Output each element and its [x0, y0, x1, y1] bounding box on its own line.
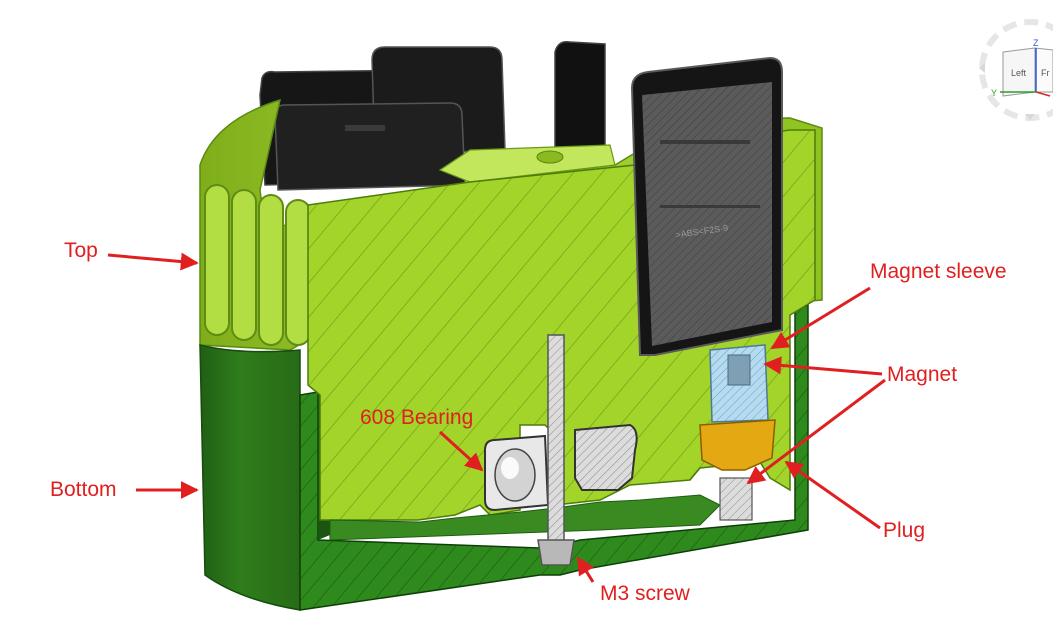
view-cube-front-label: Fr — [1041, 68, 1050, 78]
cartridge-group-back — [259, 40, 606, 191]
arrow-magnet-sleeve — [770, 286, 871, 350]
annotation-labels: Top Bottom 608 Bearing Magnet sleeve Mag… — [50, 239, 1007, 605]
view-cube-left-label: Left — [1011, 68, 1027, 78]
label-magnet: Magnet — [887, 363, 957, 386]
arrow-top — [107, 252, 199, 271]
magnet-upper-part — [727, 354, 751, 386]
label-bottom: Bottom — [50, 478, 117, 501]
label-plug: Plug — [883, 519, 925, 542]
plug-part — [719, 477, 753, 521]
axis-y-label: Y — [991, 88, 997, 98]
arrow-bearing — [438, 430, 484, 472]
bearing-608-left — [484, 434, 550, 512]
label-m3-screw: M3 screw — [600, 582, 691, 605]
arrow-magnet-1 — [763, 356, 883, 376]
label-magnet-sleeve: Magnet sleeve — [870, 260, 1007, 283]
magnet-holder-part — [699, 419, 776, 471]
m3-screw-part — [537, 334, 575, 566]
bearing-608-right — [574, 423, 638, 491]
view-cube-arrow-left-icon[interactable] — [979, 63, 985, 73]
annotation-arrows — [107, 252, 886, 583]
view-cube-face-front[interactable] — [1034, 47, 1053, 93]
view-cube[interactable]: Left Fr Z Y — [979, 19, 1053, 121]
arrow-m3-screw — [576, 556, 595, 583]
arrow-plug — [784, 460, 881, 530]
view-cube-arrow-down-icon[interactable] — [1025, 114, 1035, 120]
axis-x-line — [1035, 91, 1051, 97]
label-608-bearing: 608 Bearing — [360, 406, 473, 429]
magnet-assembly — [699, 344, 776, 521]
cartridge-front: >ABS<F2S-9 — [630, 56, 783, 356]
axis-z-label: Z — [1033, 38, 1039, 48]
arrow-magnet-2 — [746, 378, 886, 485]
label-top: Top — [64, 239, 98, 262]
